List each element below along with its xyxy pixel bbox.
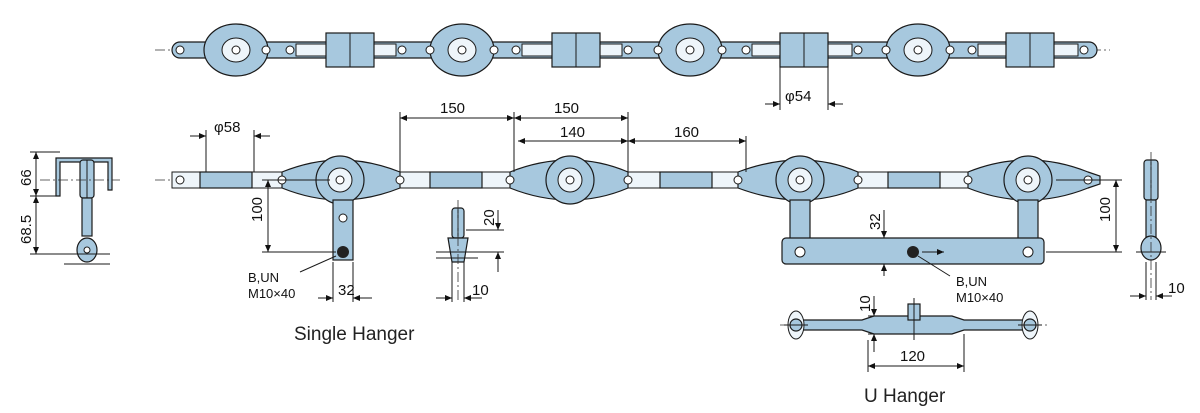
side-roller-3 bbox=[775, 155, 825, 205]
top-bar-3 bbox=[751, 32, 853, 68]
top-wheel-1 bbox=[203, 23, 269, 77]
single-hanger bbox=[332, 199, 354, 261]
u-bolt-line1: B,UN bbox=[956, 274, 987, 289]
single-hanger-caption: Single Hanger bbox=[294, 324, 415, 345]
u-hanger-plan-detail: 10 120 bbox=[780, 295, 1048, 372]
pitch-dim-a: 150 bbox=[440, 100, 465, 117]
top-view-chain: φ54 bbox=[155, 23, 1110, 110]
top-wheel-4 bbox=[885, 23, 951, 77]
u-hanger-width-dim: 120 bbox=[900, 348, 925, 365]
top-bar-1 bbox=[295, 32, 397, 68]
roller-dia-dim: φ58 bbox=[214, 119, 240, 136]
single-hanger-height-dim: 100 bbox=[249, 197, 266, 222]
u-hanger-side-dim: 100 bbox=[1097, 197, 1114, 222]
top-roller-dim: φ54 bbox=[785, 88, 811, 105]
side-view-dimensions: φ58 150 150 140 160 100 B,UN M10×40 32 bbox=[190, 100, 1122, 305]
detail-width-dim: 10 bbox=[472, 282, 489, 299]
top-bar-2 bbox=[521, 32, 623, 68]
profile-lower-dim: 68.5 bbox=[18, 215, 35, 244]
top-wheel-3 bbox=[657, 23, 723, 77]
single-bolt-line2: M10×40 bbox=[248, 286, 295, 301]
u-hanger-thick-dim: 10 bbox=[857, 295, 874, 312]
pitch-dim-c: 140 bbox=[560, 124, 585, 141]
single-hanger-width-dim: 32 bbox=[338, 282, 355, 299]
profile-upper-dim: 66 bbox=[18, 169, 35, 186]
side-roller-1 bbox=[315, 155, 365, 205]
u-hanger-caption: U Hanger bbox=[864, 386, 946, 407]
top-wheel-2 bbox=[429, 23, 495, 77]
detail-height-dim: 20 bbox=[481, 209, 498, 226]
side-roller-4 bbox=[1003, 155, 1053, 205]
right-profile-view: 10 bbox=[1130, 152, 1185, 300]
right-profile-dim: 10 bbox=[1168, 280, 1185, 297]
pitch-dim-b: 150 bbox=[554, 100, 579, 117]
single-bolt-line1: B,UN bbox=[248, 270, 279, 285]
side-view-chain bbox=[155, 155, 1110, 265]
left-profile-view: 66 68.5 bbox=[18, 151, 120, 265]
side-roller-2 bbox=[545, 155, 595, 205]
top-bar-4 bbox=[977, 32, 1079, 68]
u-hanger-height-dim: 32 bbox=[867, 213, 884, 230]
pitch-dim-d: 160 bbox=[674, 124, 699, 141]
small-hanger-detail: 20 10 bbox=[436, 200, 504, 302]
u-hanger bbox=[781, 199, 1045, 265]
u-bolt-line2: M10×40 bbox=[956, 290, 1003, 305]
